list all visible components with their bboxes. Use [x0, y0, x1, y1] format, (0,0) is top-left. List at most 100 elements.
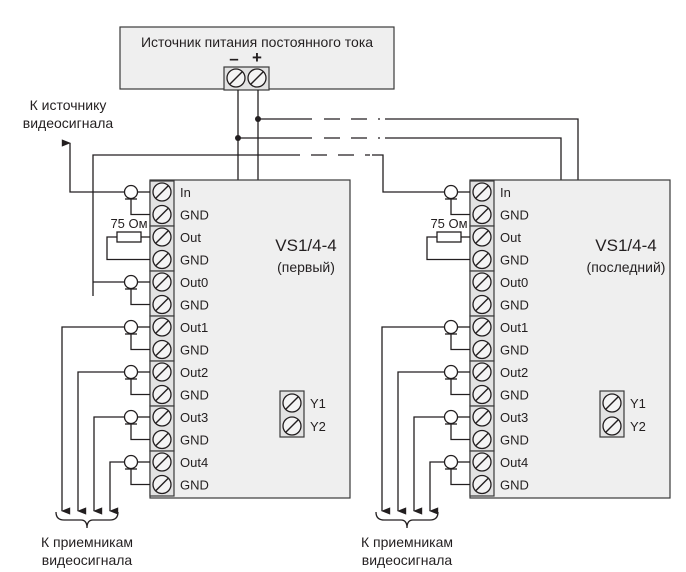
power-supply-title: Источник питания постоянного тока	[141, 34, 373, 50]
terminal-screw-icon	[152, 362, 172, 382]
terminal-screw-icon	[472, 452, 492, 472]
wire-video-chain-a	[92, 154, 300, 296]
device-last: InGNDOutGNDOut0GNDOut1GNDOut2GNDOut3GNDO…	[361, 179, 671, 568]
receiver-arrow-icon	[61, 326, 125, 515]
device-first: InGNDOutGNDOut0GNDOut1GNDOut2GNDOut3GNDO…	[41, 179, 351, 568]
terminal-label: Out1	[180, 320, 208, 335]
coax-in-icon	[123, 184, 139, 200]
source-arrow	[61, 139, 128, 193]
screw-slot	[605, 419, 619, 433]
terminal-screw-icon	[152, 474, 172, 495]
device-role: (первый)	[277, 259, 335, 275]
coax-circle	[123, 454, 139, 470]
terminal-screw-icon	[152, 317, 172, 337]
terminal-label: Out1	[500, 320, 528, 335]
resistor-icon	[436, 231, 462, 243]
screw-slot	[155, 478, 169, 491]
receiver-arrow-icon	[109, 461, 125, 515]
coax-circle	[443, 364, 459, 380]
terminal-screw-icon	[472, 362, 492, 382]
terminal-screw-icon	[472, 272, 492, 292]
coax-circle	[443, 319, 459, 335]
terminal-screw-icon	[472, 249, 492, 270]
screw-minus-icon	[226, 68, 246, 88]
terminal-screw-icon	[152, 452, 172, 472]
screw-slot	[475, 230, 489, 244]
minus-label: –	[229, 49, 238, 68]
coax-circle	[123, 274, 139, 290]
terminal-label: GND	[500, 478, 529, 493]
receiver-arrow-icon	[397, 371, 445, 515]
resistor-icon	[116, 231, 142, 243]
wire	[130, 379, 150, 396]
wire	[130, 289, 150, 306]
resistor-label: 75 Ом	[430, 216, 467, 231]
device-body	[469, 179, 671, 499]
terminal-label: GND	[180, 298, 209, 313]
terminal-screw-icon	[152, 429, 172, 450]
terminal-label: GND	[180, 253, 209, 268]
coax-out4-icon	[443, 454, 459, 470]
terminal-screw-icon	[152, 182, 172, 202]
terminal-label: GND	[500, 388, 529, 403]
device-role: (последний)	[587, 259, 666, 275]
screw-slot	[155, 230, 169, 244]
screw-slot	[155, 253, 169, 266]
terminal-label: Out0	[500, 275, 528, 290]
screw-slot	[475, 208, 489, 221]
brace-icon	[375, 511, 439, 529]
wire	[130, 334, 150, 351]
screw-slot	[475, 253, 489, 266]
terminal-label: GND	[180, 478, 209, 493]
screw-slot	[475, 298, 489, 311]
terminal-screw-icon	[472, 204, 492, 225]
screw-slot	[155, 343, 169, 356]
device-body	[149, 179, 351, 499]
wire	[426, 236, 470, 261]
terminal-label: GND	[180, 343, 209, 358]
control-screw-icon	[282, 393, 302, 413]
control-terminal-label: Y1	[630, 396, 646, 411]
coax-circle	[443, 454, 459, 470]
receivers-label-line1: К приемникам	[41, 534, 133, 550]
terminal-screw-icon	[472, 429, 492, 450]
terminal-screw-icon	[152, 339, 172, 360]
coax-circle	[443, 409, 459, 425]
terminal-screw-icon	[152, 294, 172, 315]
screw-slot	[155, 320, 169, 334]
screw-slot	[475, 388, 489, 401]
terminal-screw-icon	[152, 204, 172, 225]
control-screw-icon	[602, 393, 622, 413]
screw-slot	[229, 71, 243, 85]
terminal-label: Out3	[180, 410, 208, 425]
screw-slot	[155, 208, 169, 221]
screw-slot	[155, 388, 169, 401]
terminal-label: Out2	[500, 365, 528, 380]
coax-out2-icon	[123, 364, 139, 380]
coax-circle	[123, 409, 139, 425]
terminal-label: Out	[500, 230, 521, 245]
coax-out2-icon	[443, 364, 459, 380]
plus-label: +	[252, 48, 262, 67]
terminal-screw-icon	[472, 384, 492, 405]
terminal-label: Out3	[500, 410, 528, 425]
screw-slot	[250, 71, 264, 85]
coax-circle	[123, 319, 139, 335]
device-model: VS1/4-4	[275, 236, 336, 255]
terminal-label: In	[180, 185, 191, 200]
source-label-line2: видеосигнала	[23, 115, 114, 131]
receiver-arrow-icon	[413, 416, 445, 515]
wire	[106, 236, 150, 261]
terminal-label: GND	[500, 208, 529, 223]
screw-slot	[475, 185, 489, 199]
screw-plus-icon	[247, 68, 267, 88]
coax-out3-icon	[443, 409, 459, 425]
coax-in-icon	[443, 184, 459, 200]
receiver-arrow-icon	[381, 326, 445, 515]
receiver-arrow-icon	[93, 416, 125, 515]
screw-slot	[475, 365, 489, 379]
wire	[450, 469, 470, 486]
brace-icon	[55, 511, 119, 529]
terminal-label: GND	[180, 388, 209, 403]
